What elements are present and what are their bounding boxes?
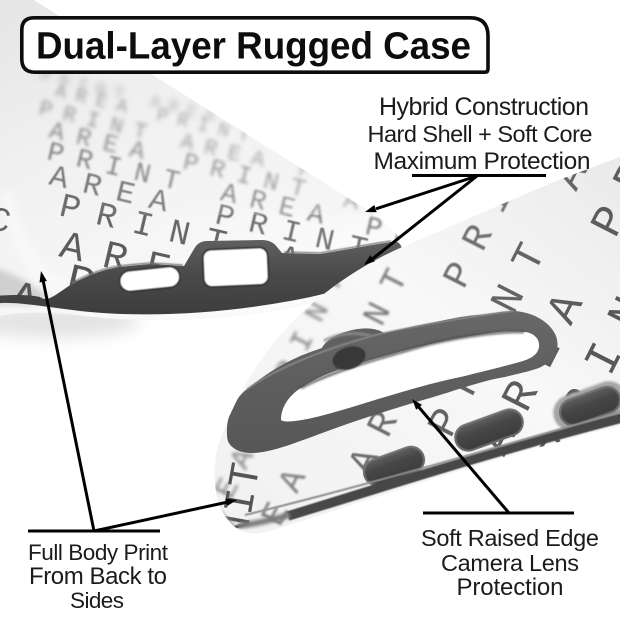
svg-text:Dual-Layer Rugged Case: Dual-Layer Rugged Case	[36, 26, 471, 68]
svg-text:Hybrid Construction: Hybrid Construction	[379, 93, 589, 121]
svg-text:Maximum Protection: Maximum Protection	[374, 148, 591, 175]
svg-text:Full Body Print: Full Body Print	[28, 540, 169, 565]
svg-text:Soft Raised Edge: Soft Raised Edge	[421, 525, 599, 551]
svg-text:Camera Lens: Camera Lens	[441, 550, 579, 576]
svg-text:Hard Shell + Soft Core: Hard Shell + Soft Core	[368, 121, 593, 147]
svg-text:From Back to: From Back to	[29, 563, 167, 590]
svg-text:Sides: Sides	[70, 588, 124, 613]
svg-text:Protection: Protection	[457, 574, 564, 601]
